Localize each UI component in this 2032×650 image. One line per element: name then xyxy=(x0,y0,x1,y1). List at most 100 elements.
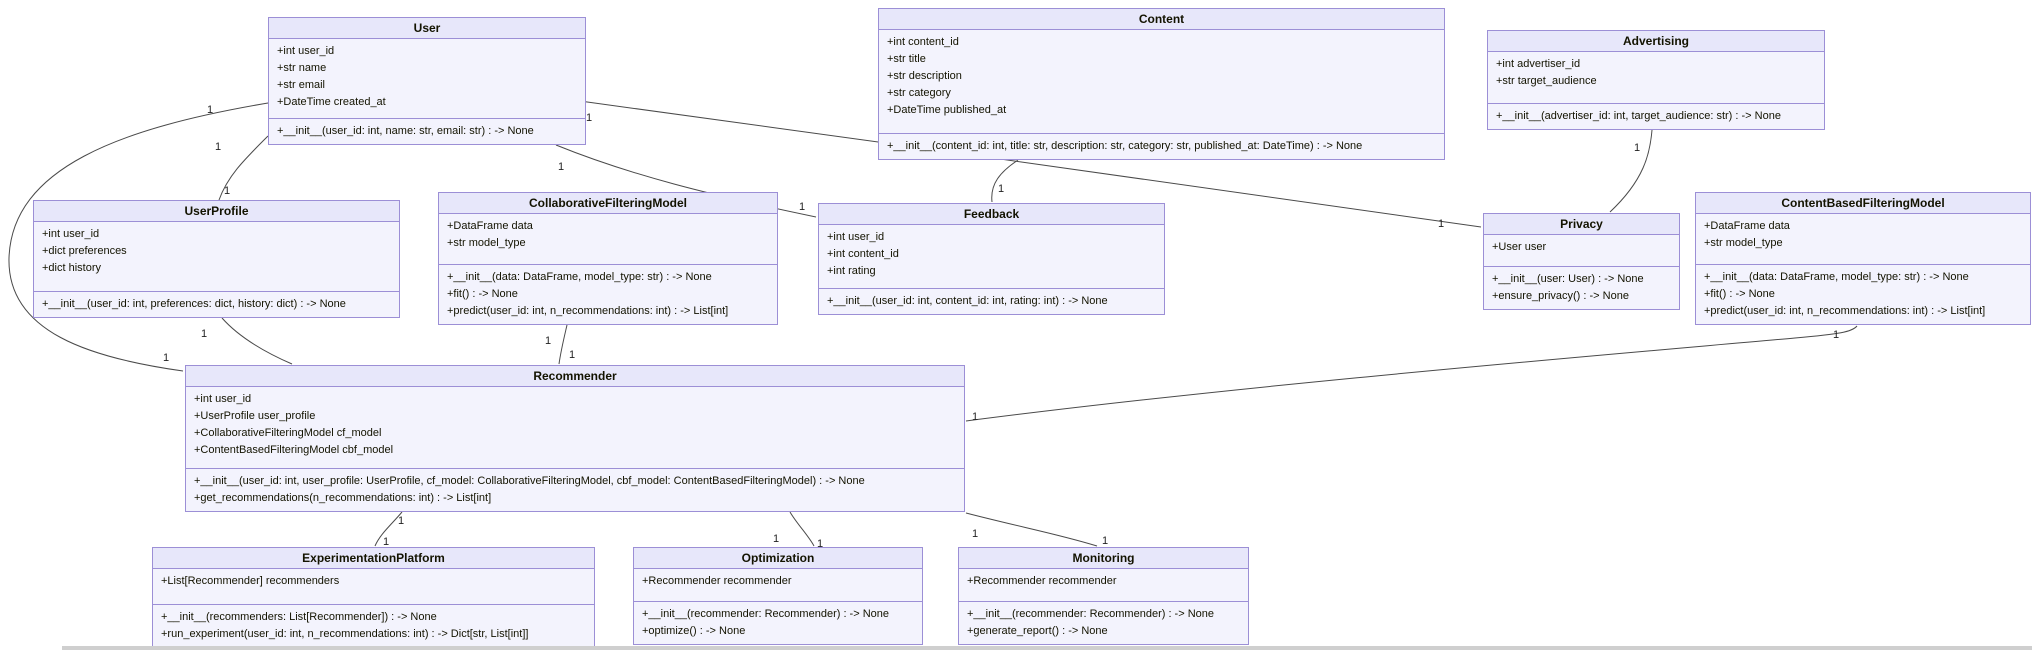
class-advertising[interactable]: Advertising +int advertiser_id+str targe… xyxy=(1487,30,1825,130)
class-contentbasedfilteringmodel[interactable]: ContentBasedFilteringModel +DataFrame da… xyxy=(1695,192,2031,325)
class-attributes: +Recommender recommender xyxy=(634,569,922,602)
member-row: +int user_id xyxy=(827,231,885,243)
multiplicity-label: 1 xyxy=(569,349,575,361)
member-row: +predict(user_id: int, n_recommendations… xyxy=(447,305,729,317)
member-row: +DataFrame data xyxy=(447,220,533,232)
member-row: +predict(user_id: int, n_recommendations… xyxy=(1704,305,1986,317)
multiplicity-label: 1 xyxy=(972,528,978,540)
class-experimentationplatform[interactable]: ExperimentationPlatform +List[Recommende… xyxy=(152,547,595,648)
class-methods: +__init__(data: DataFrame, model_type: s… xyxy=(439,265,777,324)
multiplicity-label: 1 xyxy=(1833,329,1839,341)
class-title: Advertising xyxy=(1488,31,1824,52)
member-row: +__init__(data: DataFrame, model_type: s… xyxy=(1704,271,1969,283)
class-title: UserProfile xyxy=(34,201,399,222)
member-row: +ContentBasedFilteringModel cbf_model xyxy=(194,444,394,456)
member-row: +__init__(recommender: Recommender) : ->… xyxy=(967,608,1215,620)
class-title: Optimization xyxy=(634,548,922,569)
edge-advertising-privacy xyxy=(1609,129,1653,213)
member-row: +str model_type xyxy=(1704,237,1783,249)
class-title: ExperimentationPlatform xyxy=(153,548,594,569)
edge-userprofile-recommender xyxy=(221,317,293,365)
member-row: +str description xyxy=(887,70,962,82)
member-row: +generate_report() : -> None xyxy=(967,625,1108,637)
class-monitoring[interactable]: Monitoring +Recommender recommender +__i… xyxy=(958,547,1249,645)
class-methods: +__init__(recommender: Recommender) : ->… xyxy=(634,602,922,644)
member-row: +int user_id xyxy=(194,393,252,405)
member-row: +DataFrame data xyxy=(1704,220,1790,232)
class-methods: +__init__(user_id: int, name: str, email… xyxy=(269,119,585,144)
member-row: +int user_id xyxy=(277,45,335,57)
member-row: +str email xyxy=(277,79,325,91)
class-methods: +__init__(recommenders: List[Recommender… xyxy=(153,605,594,647)
member-row: +__init__(user_id: int, name: str, email… xyxy=(277,125,534,137)
class-methods: +__init__(content_id: int, title: str, d… xyxy=(879,134,1444,159)
member-row: +Recommender recommender xyxy=(642,575,792,587)
class-attributes: +int user_id+str name+str email+DateTime… xyxy=(269,39,585,119)
class-attributes: +DataFrame data +str model_type xyxy=(439,214,777,265)
class-title: Recommender xyxy=(186,366,964,387)
multiplicity-label: 1 xyxy=(586,112,592,124)
member-row: +str title xyxy=(887,53,926,65)
multiplicity-label: 1 xyxy=(215,141,221,153)
class-methods: +__init__(user_id: int, content_id: int,… xyxy=(819,289,1164,314)
class-attributes: +List[Recommender] recommenders xyxy=(153,569,594,605)
class-attributes: +int advertiser_id+str target_audience xyxy=(1488,52,1824,104)
member-row: +fit() : -> None xyxy=(447,288,518,300)
class-methods: +__init__(recommender: Recommender) : ->… xyxy=(959,602,1248,644)
edge-cbf-recommender xyxy=(965,325,1858,422)
multiplicity-label: 1 xyxy=(545,335,551,347)
class-collaborativefilteringmodel[interactable]: CollaborativeFilteringModel +DataFrame d… xyxy=(438,192,778,325)
class-attributes: +User user xyxy=(1484,235,1679,267)
member-row: +CollaborativeFilteringModel cf_model xyxy=(194,427,382,439)
member-row: +int rating xyxy=(827,265,876,277)
multiplicity-label: 1 xyxy=(163,352,169,364)
class-optimization[interactable]: Optimization +Recommender recommender +_… xyxy=(633,547,923,645)
member-row: +Recommender recommender xyxy=(967,575,1117,587)
member-row: +str model_type xyxy=(447,237,526,249)
class-attributes: +Recommender recommender xyxy=(959,569,1248,602)
class-title: CollaborativeFilteringModel xyxy=(439,193,777,214)
member-row: +__init__(recommenders: List[Recommender… xyxy=(161,611,437,623)
member-row: +int advertiser_id xyxy=(1496,58,1581,70)
multiplicity-label: 1 xyxy=(207,104,213,116)
class-feedback[interactable]: Feedback +int user_id+int content_id+int… xyxy=(818,203,1165,315)
multiplicity-label: 1 xyxy=(201,328,207,340)
member-row: +str name xyxy=(277,62,327,74)
member-row: +__init__(data: DataFrame, model_type: s… xyxy=(447,271,712,283)
class-content[interactable]: Content +int content_id+str title+str de… xyxy=(878,8,1445,160)
edge-user-recommender xyxy=(8,102,269,372)
member-row: +UserProfile user_profile xyxy=(194,410,316,422)
class-user[interactable]: User +int user_id+str name+str email+Dat… xyxy=(268,17,586,145)
member-row: +dict history xyxy=(42,262,101,274)
edge-content-feedback xyxy=(991,159,1019,203)
class-title: Feedback xyxy=(819,204,1164,225)
multiplicity-label: 1 xyxy=(224,185,230,197)
member-row: +dict preferences xyxy=(42,245,127,257)
multiplicity-label: 1 xyxy=(1438,218,1444,230)
edge-user-userprofile xyxy=(218,135,269,201)
class-methods: +__init__(advertiser_id: int, target_aud… xyxy=(1488,104,1824,129)
multiplicity-label: 1 xyxy=(383,536,389,548)
class-privacy[interactable]: Privacy +User user +__init__(user: User)… xyxy=(1483,213,1680,310)
class-attributes: +int content_id+str title+str descriptio… xyxy=(879,30,1444,134)
class-title: User xyxy=(269,18,585,39)
edge-recommender-experimentationplatform xyxy=(374,511,403,547)
member-row: +str category xyxy=(887,87,951,99)
horizontal-scrollbar[interactable] xyxy=(62,646,2032,650)
member-row: +run_experiment(user_id: int, n_recommen… xyxy=(161,628,529,640)
member-row: +DateTime published_at xyxy=(887,104,1007,116)
edge-cfm-recommender xyxy=(558,324,568,365)
class-userprofile[interactable]: UserProfile +int user_id+dict preference… xyxy=(33,200,400,318)
multiplicity-label: 1 xyxy=(817,538,823,550)
member-row: +List[Recommender] recommenders xyxy=(161,575,340,587)
member-row: +ensure_privacy() : -> None xyxy=(1492,290,1629,302)
multiplicity-label: 1 xyxy=(398,515,404,527)
class-title: Privacy xyxy=(1484,214,1679,235)
member-row: +optimize() : -> None xyxy=(642,625,746,637)
class-attributes: +int user_id+int content_id+int rating xyxy=(819,225,1164,289)
member-row: +__init__(user_id: int, user_profile: Us… xyxy=(194,475,865,487)
class-recommender[interactable]: Recommender +int user_id +UserProfile use… xyxy=(185,365,965,512)
member-row: +get_recommendations(n_recommendations: … xyxy=(194,492,492,504)
